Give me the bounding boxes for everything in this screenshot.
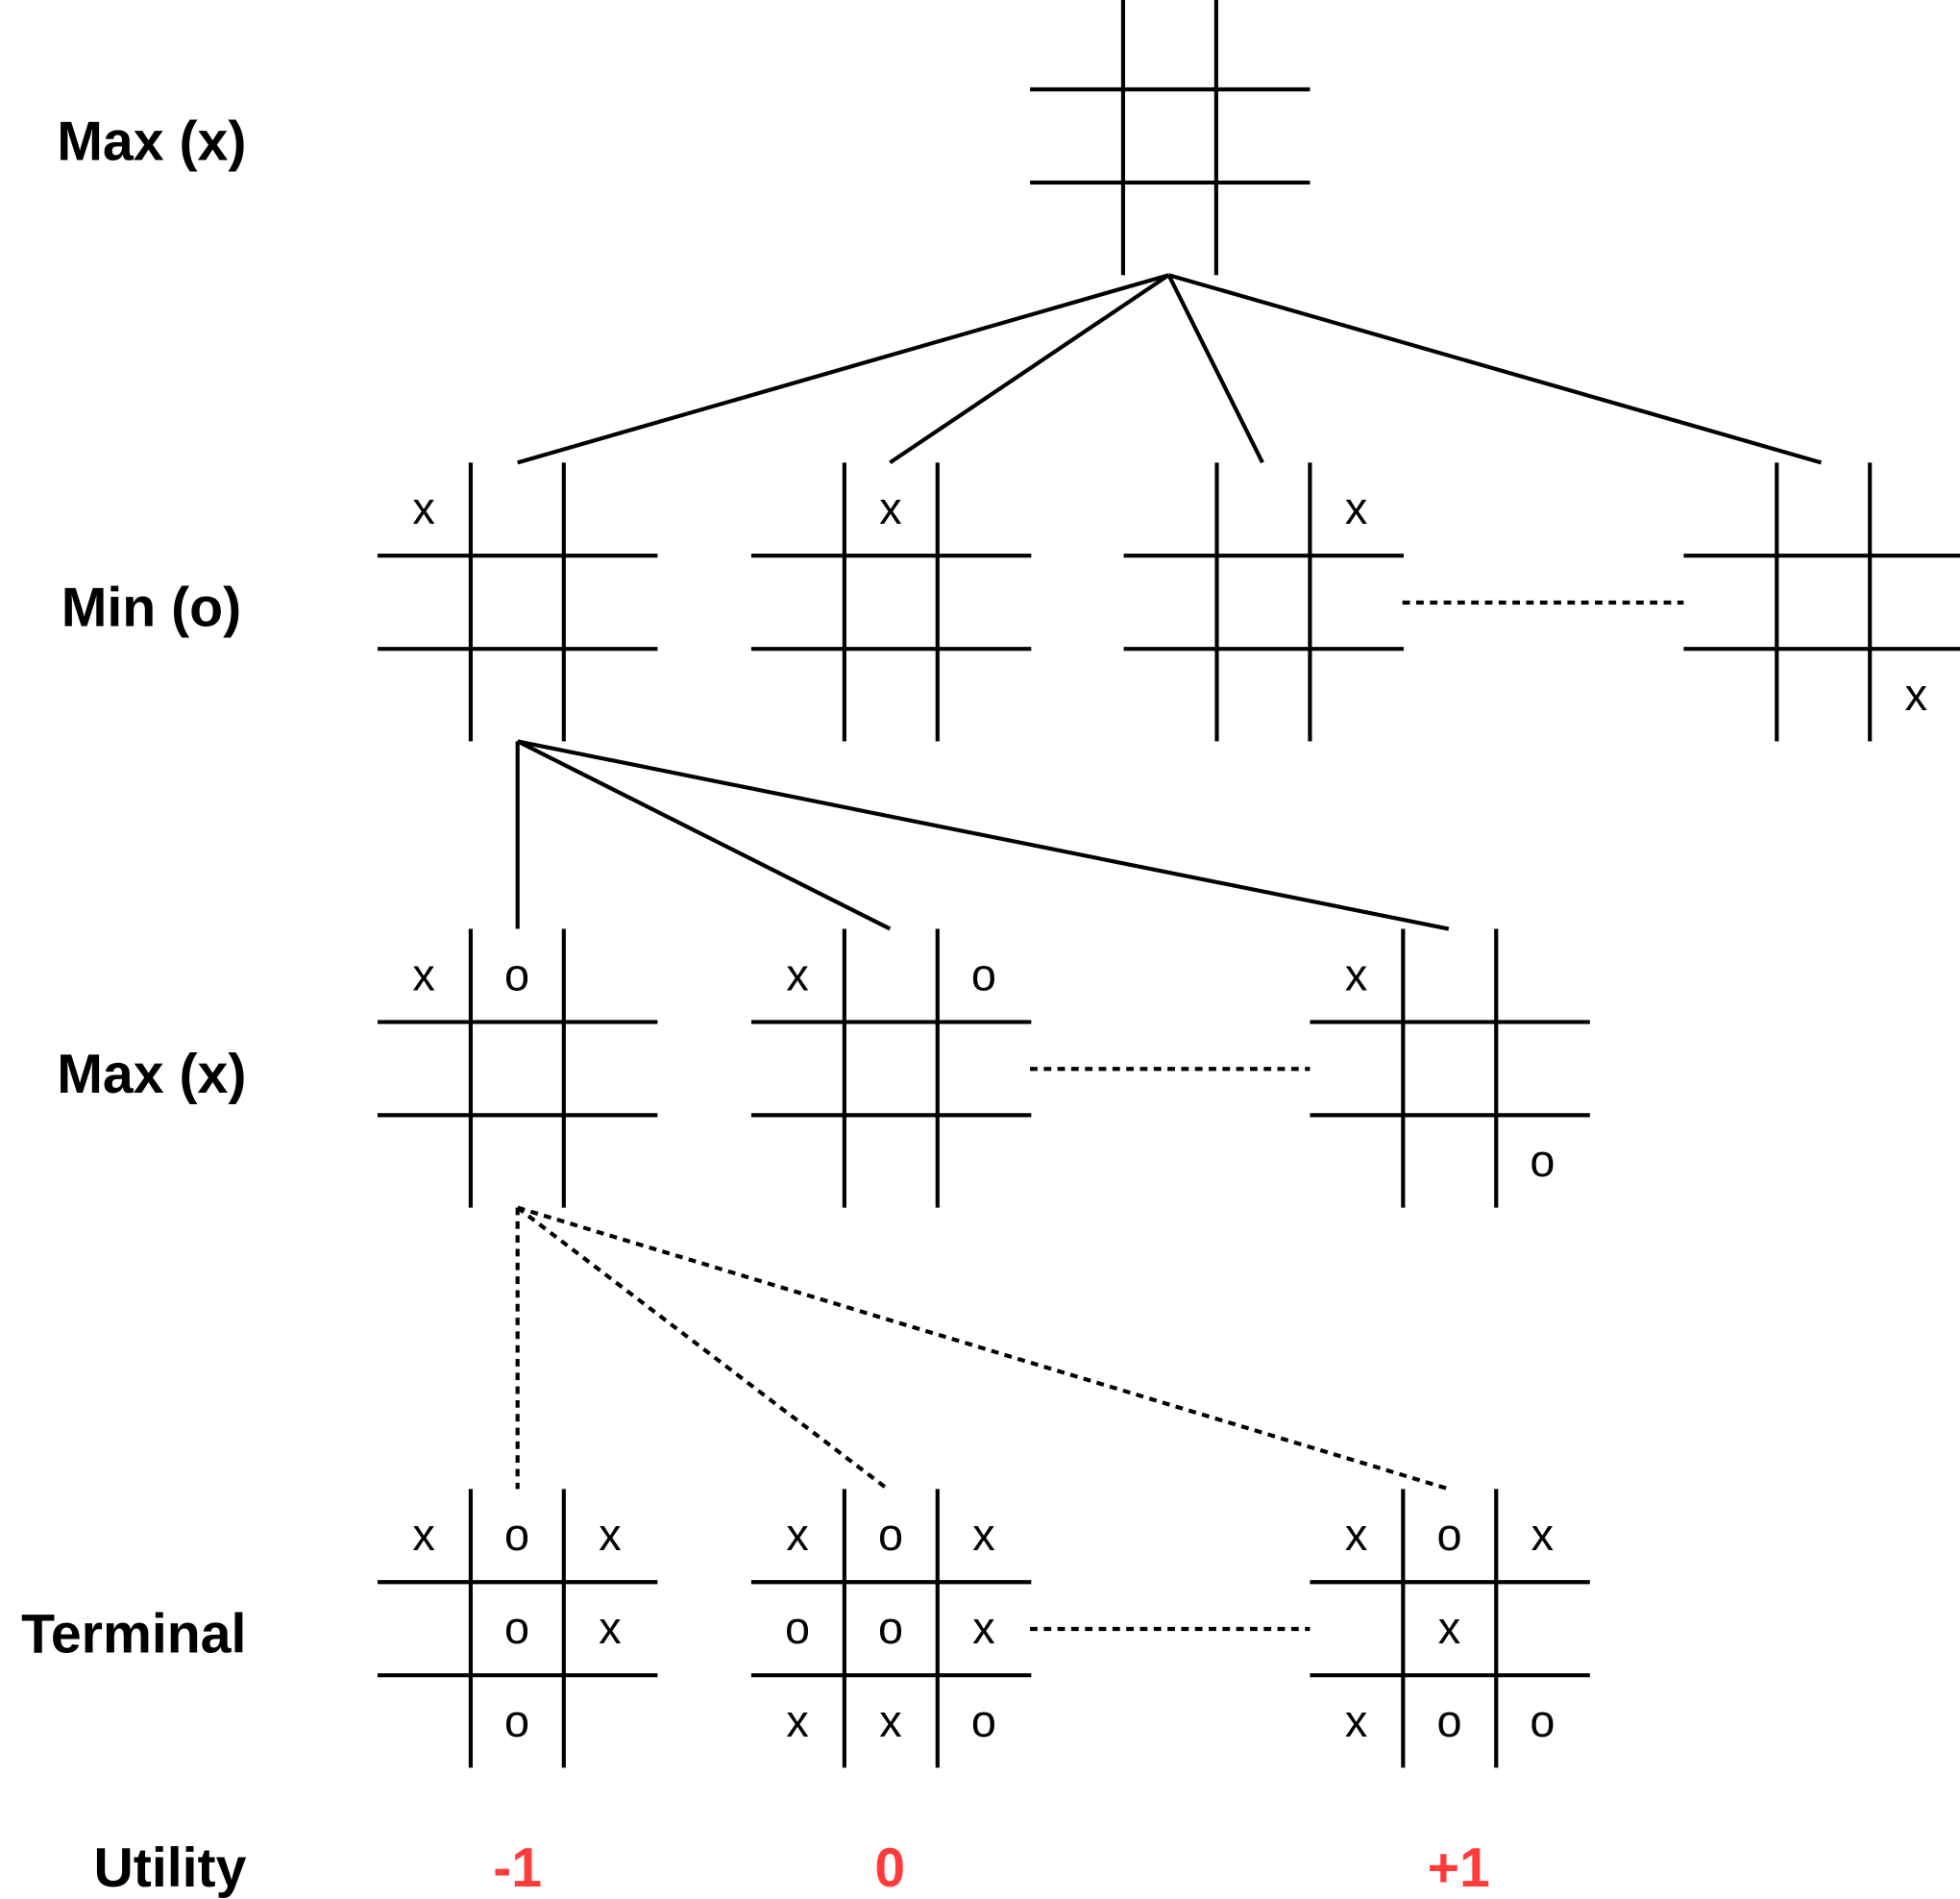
utility-value-loss: -1 [493,1837,542,1899]
board-mark-x: x [412,950,434,999]
board-mark-o: o [504,1696,529,1746]
board-min-2: x [1123,462,1404,742]
tree-edge [889,273,1170,465]
board-mark-o: o [504,950,529,999]
level-label-max: Max (x) [57,1044,246,1105]
board-min-1: x [750,462,1032,742]
board-max-2: xo [1310,928,1590,1208]
tree-edge [517,273,1170,465]
level-label-max-root: Max (x) [57,111,246,173]
utility-value-win: +1 [1428,1837,1490,1899]
board-mark-x: x [1905,670,1927,720]
board-mark-o: o [785,1603,810,1653]
board-mark-x: x [1345,483,1367,533]
level-label-utility: Utility [93,1837,246,1899]
board-root [1030,0,1311,276]
board-mark-o: o [971,1696,996,1746]
board-mark-o: o [1530,1696,1555,1746]
board-mark-o: o [1530,1136,1555,1186]
board-mark-x: x [1531,1510,1554,1560]
board-mark-x: x [786,950,808,999]
tree-edge-elided [517,1205,1450,1492]
level-label-terminal: Terminal [21,1604,246,1665]
tree-edge [1166,274,1264,464]
board-mark-x: x [972,1510,994,1560]
level-label-min: Min (o) [61,578,241,639]
board-mark-x: x [1345,1696,1367,1746]
board-mark-o: o [1436,1510,1461,1560]
board-mark-o: o [1436,1696,1461,1746]
board-mark-x: x [412,483,434,533]
board-mark-x: x [599,1603,621,1653]
board-mark-x: x [599,1510,621,1560]
board-mark-x: x [1345,1510,1367,1560]
board-mark-o: o [971,950,996,999]
board-mark-x: x [786,1696,808,1746]
board-terminal-0: x o x o x o [377,1489,658,1768]
utility-value-draw: 0 [874,1837,905,1899]
tree-edge [517,739,1450,931]
board-mark-x: x [1438,1603,1460,1653]
board-mark-x: x [412,1510,434,1560]
board-min-0: x [377,462,658,742]
board-mark-x: x [972,1603,994,1653]
board-mark-o: o [504,1603,529,1653]
board-mark-o: o [878,1510,903,1560]
board-mark-x: x [786,1510,808,1560]
tree-edge [1167,273,1823,465]
board-mark-o: o [504,1510,529,1560]
board-mark-o: o [878,1603,903,1653]
tree-edge-elided [516,1205,889,1491]
board-min-3: x [1683,462,1960,742]
board-mark-x: x [879,483,901,533]
tree-edge [516,739,892,931]
board-mark-x: x [1345,950,1367,999]
board-mark-x: x [879,1696,901,1746]
